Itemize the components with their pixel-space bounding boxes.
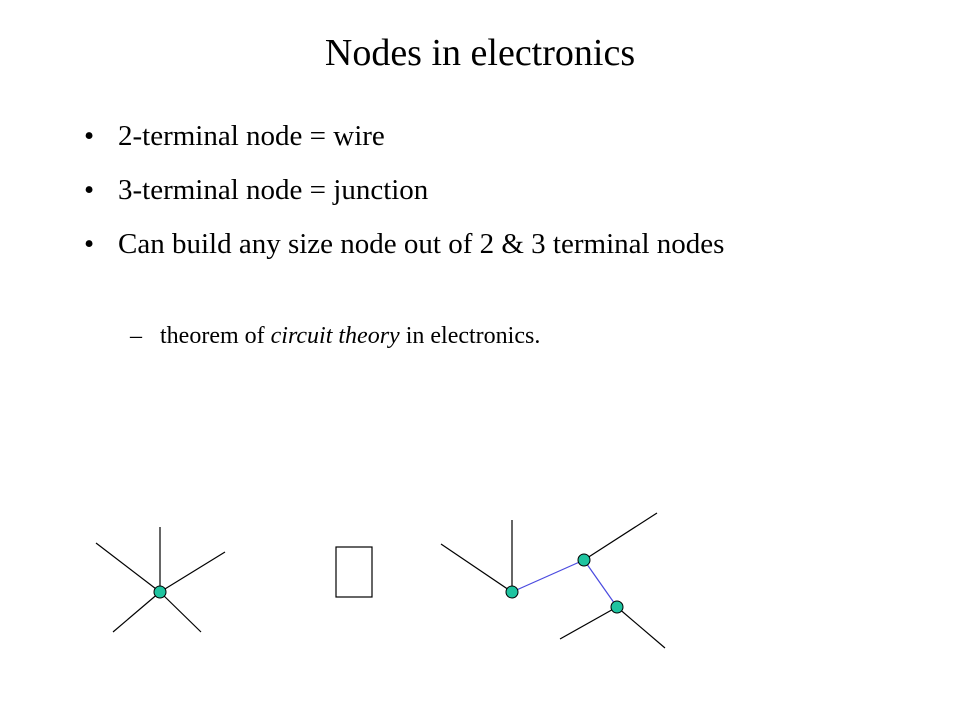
- bullet-dot: •: [84, 174, 95, 206]
- sub-bullet-text-before: theorem of: [160, 323, 271, 349]
- terminal-wire: [616, 606, 666, 649]
- equivalence-symbol-box: [335, 546, 373, 598]
- terminal-wire: [440, 543, 513, 593]
- composed-three-terminal-nodes: [440, 512, 666, 649]
- sub-bullet-text-after: in electronics.: [399, 323, 541, 349]
- sub-bullet-text-italic: circuit theory: [270, 323, 400, 349]
- five-terminal-node: [95, 527, 226, 633]
- bullet-text: 3-terminal node = junction: [118, 174, 429, 206]
- internal-link: [583, 559, 618, 608]
- internal-link: [511, 559, 585, 593]
- bullet-item-junction: • 3-terminal node = junction: [84, 172, 844, 208]
- terminal-wire: [112, 591, 161, 633]
- sub-bullet-dash: –: [130, 323, 142, 349]
- terminal-wire: [583, 512, 658, 561]
- terminal-wire: [95, 542, 161, 593]
- sub-bullet-theorem: – theorem of circuit theory in electroni…: [130, 321, 850, 351]
- slide-title: Nodes in electronics: [324, 32, 636, 74]
- bullet-text: Can build any size node out of 2 & 3 ter…: [118, 228, 725, 260]
- terminal-wire: [159, 551, 226, 593]
- node-dot: [577, 553, 591, 567]
- bullet-text: 2-terminal node = wire: [118, 120, 385, 152]
- node-dot: [610, 600, 624, 614]
- sub-bullet-text: theorem of circuit theory in electronics…: [160, 321, 850, 351]
- node-dot: [153, 585, 167, 599]
- bullet-item-wire: • 2-terminal node = wire: [84, 118, 844, 154]
- bullet-dot: •: [84, 120, 95, 152]
- bullet-dot: •: [84, 228, 95, 260]
- terminal-wire: [159, 591, 202, 633]
- terminal-wire: [559, 606, 618, 640]
- node-dot: [505, 585, 519, 599]
- bullet-item-any-size-node: • Can build any size node out of 2 & 3 t…: [84, 226, 844, 262]
